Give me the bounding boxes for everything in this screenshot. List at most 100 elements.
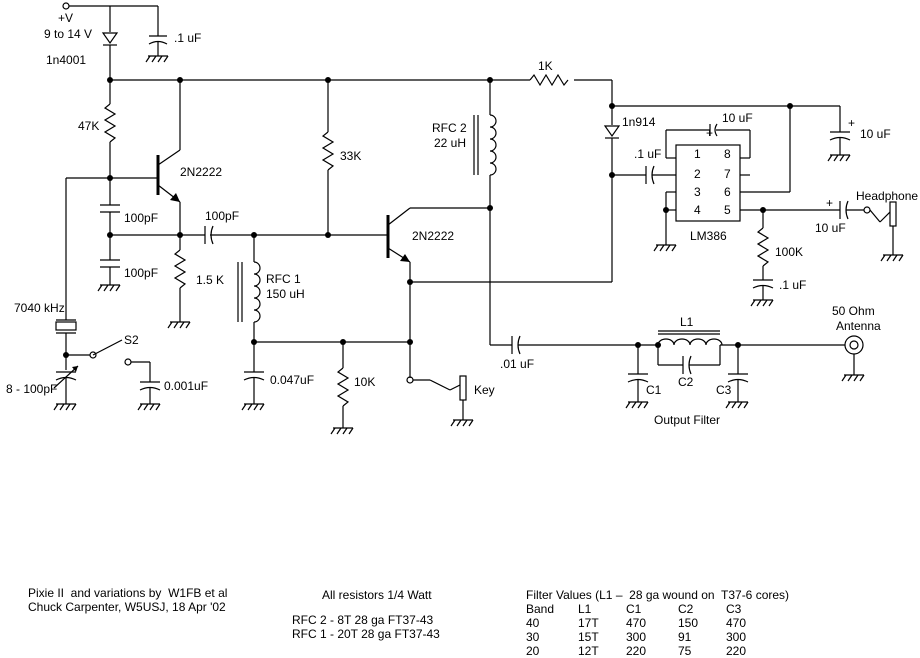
c-100pf-b-label: 100pF (124, 266, 158, 280)
c-01-lm-label: .1 uF (634, 147, 661, 161)
antenna-connector (844, 335, 864, 355)
c-10u-right-label: 10 uF (860, 127, 891, 141)
plus-sign-10u-top: + (706, 126, 713, 140)
ic-lm386 (675, 144, 741, 222)
c1-label: C1 (646, 383, 662, 397)
supply-range-label: 9 to 14 V (44, 27, 92, 41)
table-cell: 30 (526, 630, 540, 644)
table-cell: 17T (578, 616, 599, 630)
cap-top-label: .1 uF (174, 31, 201, 45)
supply-label: +V (58, 11, 73, 25)
plus-sign-10u-right: + (848, 116, 855, 130)
rfc-note: RFC 2 - 8T 28 ga FT37-43 RFC 1 - 20T 28 … (292, 613, 440, 641)
ic-pin-5: 5 (724, 203, 731, 217)
c-01-bottom-label: .1 uF (779, 278, 806, 292)
oscillator-section (97, 80, 388, 329)
r-100k-label: 100K (775, 245, 803, 259)
resistor-note: All resistors 1/4 Watt (322, 588, 432, 602)
key-jack (459, 375, 467, 401)
output-filter-label: Output Filter (654, 413, 720, 427)
r-1-5k-label: 1.5 K (196, 273, 224, 287)
inductor-l1 (657, 338, 723, 346)
headphone-jack (889, 201, 897, 227)
c3-label: C3 (716, 383, 732, 397)
antenna-label-line2: Antenna (836, 319, 881, 333)
table-cell: 20 (526, 644, 540, 658)
crystal-7040khz (55, 321, 77, 331)
diode-1n4001-label: 1n4001 (46, 53, 86, 67)
c-0047-label: 0.047uF (270, 373, 314, 387)
diode-1n914-label: 1n914 (622, 115, 656, 129)
rfc1-label: RFC 1 (266, 272, 301, 286)
crystal-label: 7040 kHz (14, 301, 65, 315)
c-10u-top-label: 10 uF (722, 111, 753, 125)
ic-pin-6: 6 (724, 185, 731, 199)
audio-section (603, 103, 904, 307)
diode-1n914 (603, 125, 621, 139)
table-cell: 12T (578, 644, 599, 658)
key-label: Key (474, 383, 495, 397)
r-33k-label: 33K (340, 149, 361, 163)
ic-label: LM386 (690, 229, 727, 243)
ic-pin-1: 1 (694, 147, 701, 161)
table-cell: 470 (726, 616, 747, 630)
resistor-47k (103, 103, 117, 143)
ic-pin-8: 8 (724, 147, 731, 161)
trimmer-label: 8 - 100pF (6, 382, 57, 396)
resistor-33k (321, 131, 335, 171)
r-1k-label: 1K (538, 59, 553, 73)
inductor-rfc1 (253, 261, 261, 323)
antenna-label-line1: 50 Ohm (832, 304, 875, 318)
switch-s2-lever (92, 339, 123, 356)
q2-label: 2N2222 (412, 229, 454, 243)
component-labels: +V 9 to 14 V 1n4001 .1 uF 47K 2N2222 100… (6, 11, 918, 427)
capacitor-100pf-a (100, 204, 120, 213)
c-100pf-coupling-label: 100pF (205, 209, 239, 223)
header-c1: C1 (626, 602, 642, 616)
c2-label: C2 (678, 375, 694, 389)
r-47k-label: 47K (78, 119, 99, 133)
c-10u-out-label: 10 uF (815, 221, 846, 235)
l1-label: L1 (680, 315, 694, 329)
ic-pin-3: 3 (694, 185, 701, 199)
table-cell: 300 (726, 630, 747, 644)
table-row: 40 17T 470 150 470 (526, 616, 766, 630)
capacitor-top-0p1uf (145, 6, 169, 63)
resistor-10k (336, 367, 350, 407)
filter-values-table: Band L1 C1 C2 C3 40 17T 470 150 470 30 1… (526, 602, 766, 658)
c-100pf-a-label: 100pF (124, 211, 158, 225)
resistor-100k (756, 227, 770, 267)
resistor-1-5k (173, 249, 187, 289)
table-cell: 220 (726, 644, 747, 658)
table-row: 20 12T 220 75 220 (526, 644, 766, 658)
r-10k-label: 10K (354, 375, 375, 389)
header-band: Band (526, 602, 555, 616)
rfc2-value-label: 22 uH (434, 136, 466, 150)
ic-pin-4: 4 (694, 203, 701, 217)
transistor-q2 (386, 207, 612, 427)
c-01-out-label: .01 uF (500, 357, 534, 371)
header-c3: C3 (726, 602, 742, 616)
plus-sign-10u-out: + (826, 196, 833, 210)
c-0001-label: 0.001uF (164, 379, 208, 393)
filter-table-title: Filter Values (L1 – 28 ga wound on T37-6… (526, 588, 790, 602)
header-l1: L1 (578, 602, 592, 616)
ic-pin-2: 2 (694, 167, 701, 181)
inductor-rfc2 (489, 114, 497, 176)
table-cell: 470 (626, 616, 647, 630)
table-row: 30 15T 300 91 300 (526, 630, 766, 644)
bias-section (237, 80, 497, 435)
switch-s2-contact (89, 351, 97, 359)
headphone-label: Headphone (856, 189, 918, 203)
output-filter-section (490, 330, 865, 409)
table-cell: 75 (678, 644, 692, 658)
header-c2: C2 (678, 602, 694, 616)
table-cell: 15T (578, 630, 599, 644)
supply-section (62, 2, 613, 125)
table-cell: 150 (678, 616, 699, 630)
ic-pin-7: 7 (724, 167, 731, 181)
capacitor-100pf-b (100, 259, 120, 268)
credit-note: Pixie II and variations by W1FB et al Ch… (28, 586, 228, 614)
table-cell: 220 (626, 644, 647, 658)
